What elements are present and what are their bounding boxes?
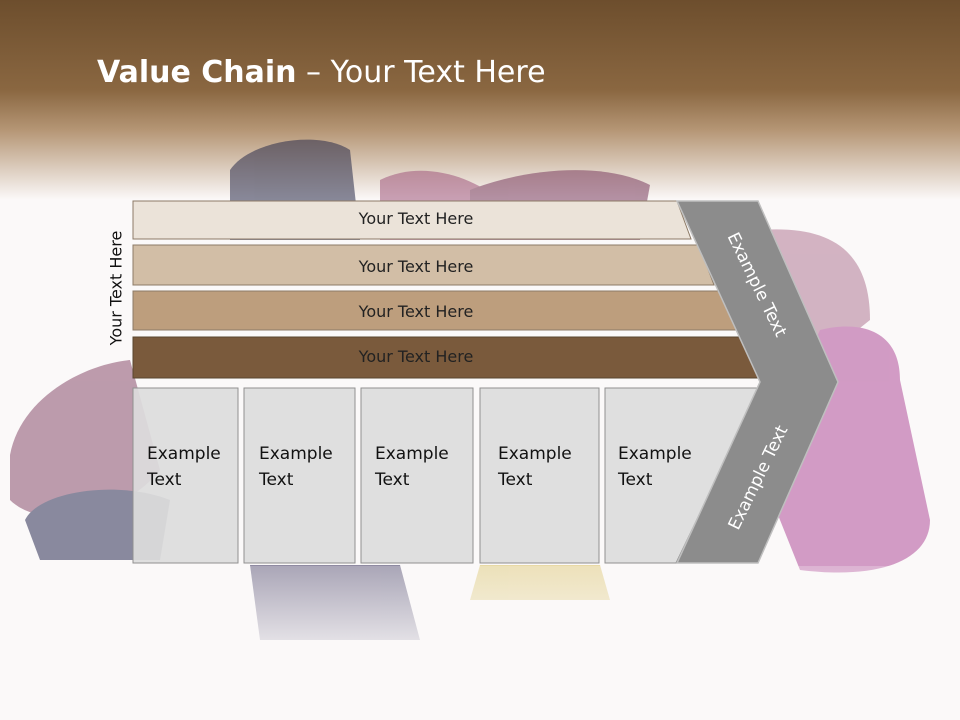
- title-bar: [0, 0, 960, 200]
- column-4-line2: Text: [497, 470, 533, 490]
- column-3[interactable]: [360, 387, 474, 564]
- column-2-line2: Text: [258, 470, 294, 490]
- band-1[interactable]: [132, 200, 692, 240]
- column-3-line2: Text: [374, 470, 410, 490]
- column-1[interactable]: [132, 387, 239, 564]
- column-4-line1: Example: [498, 444, 572, 464]
- column-5[interactable]: [604, 387, 761, 564]
- chevron-arrow[interactable]: [675, 200, 839, 564]
- column-5-line2: Text: [617, 470, 653, 490]
- title-rest: – Your Text Here: [296, 55, 546, 90]
- band-4-label: Your Text Here: [358, 347, 474, 366]
- column-2[interactable]: [243, 387, 356, 564]
- column-5-line1: Example: [618, 444, 692, 464]
- band-2[interactable]: [132, 244, 715, 286]
- reflection-fade: [0, 566, 960, 720]
- band-2-label: Your Text Here: [358, 257, 474, 276]
- column-4[interactable]: [479, 387, 600, 564]
- band-3-label: Your Text Here: [358, 302, 474, 321]
- band-1-label: Your Text Here: [358, 209, 474, 228]
- column-1-line1: Example: [147, 444, 221, 464]
- column-3-line1: Example: [375, 444, 449, 464]
- page-title: Value Chain – Your Text Here: [97, 55, 546, 90]
- column-2-line1: Example: [259, 444, 333, 464]
- title-bold: Value Chain: [97, 55, 297, 90]
- column-1-line2: Text: [146, 470, 182, 490]
